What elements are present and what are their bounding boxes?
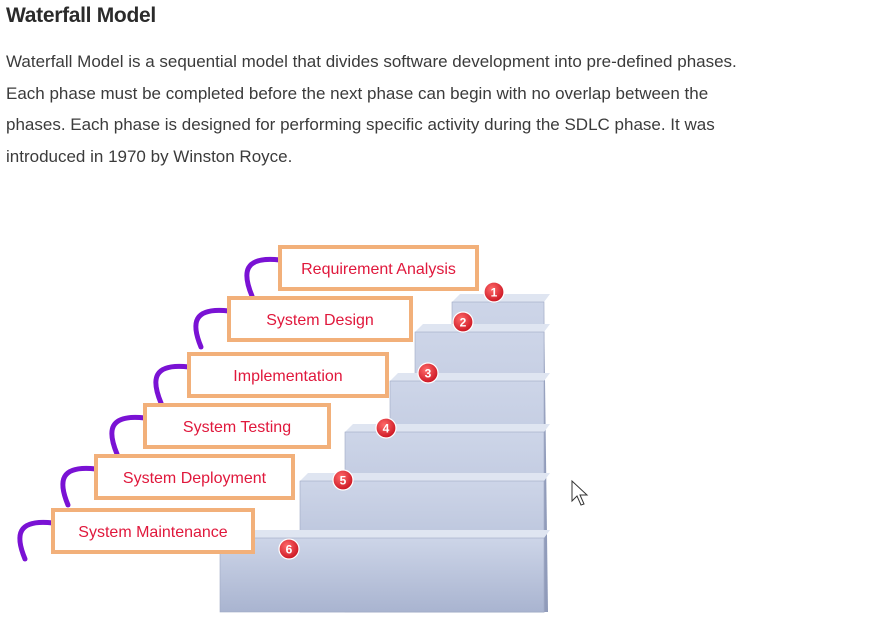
phase-label-text: Requirement Analysis <box>301 261 456 278</box>
paragraph-line: phases. Each phase is designed for perfo… <box>6 115 715 134</box>
badge-circle <box>483 281 505 303</box>
phase-label-box <box>51 508 255 554</box>
phase-label: System Maintenance <box>51 508 255 554</box>
phase-label-text: System Maintenance <box>78 524 228 541</box>
phase-label-box <box>187 352 389 398</box>
staircase <box>219 294 550 613</box>
badge-number: 1 <box>491 286 498 300</box>
badge-number: 6 <box>286 543 293 557</box>
step-number-badge: 2 <box>452 311 474 333</box>
step-number-badge: 1 <box>483 281 505 303</box>
phase-label: System Design <box>227 296 413 342</box>
badge-circle <box>332 469 354 491</box>
badge-circle <box>375 417 397 439</box>
badge-number: 4 <box>383 422 390 436</box>
phase-label-text: System Deployment <box>123 470 267 487</box>
arrow-cursor-icon <box>571 479 589 506</box>
badge-circle <box>278 538 300 560</box>
description-paragraph: Waterfall Model is a sequential model th… <box>6 46 872 172</box>
step-number-badge: 3 <box>417 362 439 384</box>
connector-curve <box>193 307 232 350</box>
phase-label: System Deployment <box>94 454 295 500</box>
phase-label-box <box>143 403 331 449</box>
page-title: Waterfall Model <box>6 4 156 27</box>
stair-top-face <box>220 530 550 538</box>
phase-label-text: System Design <box>266 312 374 329</box>
phase-label-box <box>94 454 295 500</box>
paragraph-line: introduced in 1970 by Winston Royce. <box>6 146 293 166</box>
phase-label-text: Implementation <box>233 368 342 385</box>
phase-label-text: System Testing <box>183 419 291 436</box>
step-number-badge: 4 <box>375 417 397 439</box>
connector-curve <box>109 414 148 457</box>
stair-top-face <box>390 373 550 381</box>
badge-circle <box>452 311 474 333</box>
badge-number: 5 <box>340 474 347 488</box>
step-number-badge: 5 <box>332 469 354 491</box>
connector-curve <box>17 519 56 562</box>
connector-curve <box>153 363 192 406</box>
connector-curve <box>60 465 99 508</box>
stair-top-face <box>415 324 550 332</box>
phase-label-box <box>278 245 479 291</box>
step-number-badge: 6 <box>278 538 300 560</box>
connector-curve <box>244 256 283 299</box>
paragraph-line: Waterfall Model is a sequential model th… <box>6 52 737 71</box>
phase-label-box <box>227 296 413 342</box>
badge-circle <box>417 362 439 384</box>
stair-step <box>219 530 550 613</box>
stair-front-face <box>219 537 545 613</box>
paragraph-line: Each phase must be completed before the … <box>6 83 709 103</box>
phase-label: Requirement Analysis <box>278 245 479 291</box>
phase-label: System Testing <box>143 403 331 449</box>
stair-top-face <box>300 473 550 481</box>
badge-number: 2 <box>460 316 467 330</box>
phase-label: Implementation <box>187 352 389 398</box>
badge-number: 3 <box>425 367 432 381</box>
